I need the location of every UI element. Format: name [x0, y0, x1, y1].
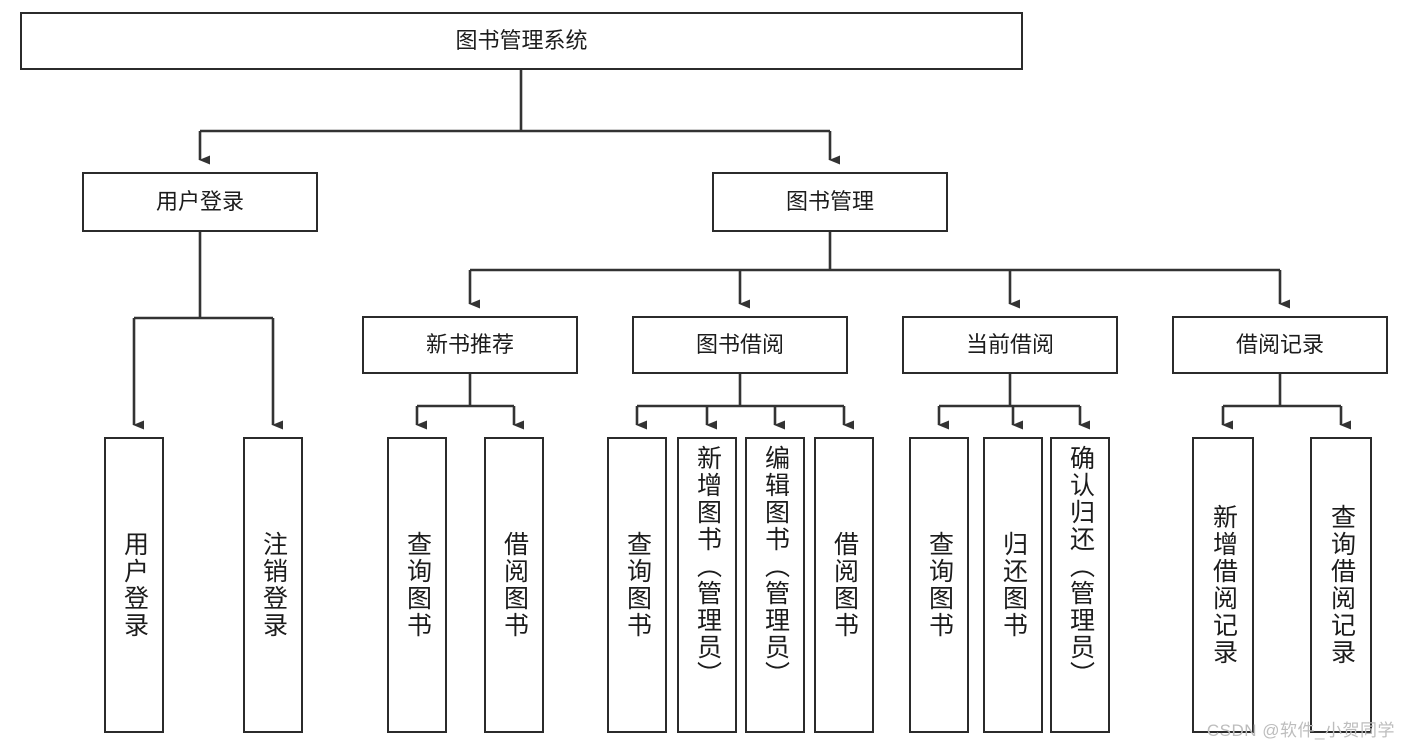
watermark: CSDN @软件_小贺同学	[1206, 721, 1395, 740]
node-root[interactable]: 图书管理系统	[20, 12, 1023, 70]
node-leaf-add-book-label: 新增图书（管理员）	[693, 445, 722, 688]
connectors-current-borrow-to-leaves	[937, 374, 1090, 430]
node-leaf-query-book-2-label: 查询图书	[623, 531, 652, 639]
node-user-login[interactable]: 用户登录	[82, 172, 318, 232]
connectors-book-borrow-to-leaves	[635, 374, 854, 430]
connectors-root-to-level1	[198, 70, 840, 165]
node-new-book-rec[interactable]: 新书推荐	[362, 316, 578, 374]
node-book-manage[interactable]: 图书管理	[712, 172, 948, 232]
node-book-borrow[interactable]: 图书借阅	[632, 316, 848, 374]
node-leaf-edit-book[interactable]: 编辑图书（管理员）	[745, 437, 805, 733]
node-leaf-borrow-book-1-label: 借阅图书	[500, 531, 529, 639]
connectors-borrow-record-to-leaves	[1221, 374, 1351, 430]
node-current-borrow-label: 当前借阅	[965, 332, 1054, 358]
node-leaf-user-login[interactable]: 用户登录	[104, 437, 164, 733]
node-leaf-query-record-label: 查询借阅记录	[1327, 504, 1356, 666]
node-user-login-label: 用户登录	[155, 189, 244, 215]
node-leaf-borrow-book-1[interactable]: 借阅图书	[484, 437, 544, 733]
node-leaf-confirm-return-label: 确认归还（管理员）	[1066, 445, 1095, 688]
node-leaf-query-book-3[interactable]: 查询图书	[909, 437, 969, 733]
node-leaf-return-book-label: 归还图书	[999, 531, 1028, 639]
node-leaf-add-record-label: 新增借阅记录	[1209, 504, 1238, 666]
node-borrow-record[interactable]: 借阅记录	[1172, 316, 1388, 374]
node-leaf-user-login-label: 用户登录	[120, 531, 149, 639]
node-leaf-query-book-1-label: 查询图书	[403, 531, 432, 639]
node-leaf-query-book-3-label: 查询图书	[925, 531, 954, 639]
connectors-new-book-rec-to-leaves	[415, 374, 524, 430]
node-book-manage-label: 图书管理	[785, 189, 874, 215]
node-root-label: 图书管理系统	[455, 28, 588, 54]
node-leaf-query-book-2[interactable]: 查询图书	[607, 437, 667, 733]
node-leaf-borrow-book-2-label: 借阅图书	[830, 531, 859, 639]
node-leaf-query-record[interactable]: 查询借阅记录	[1310, 437, 1372, 733]
node-leaf-query-book-1[interactable]: 查询图书	[387, 437, 447, 733]
node-leaf-return-book[interactable]: 归还图书	[983, 437, 1043, 733]
connectors-book-manage-to-level2	[468, 232, 1290, 309]
connectors-user-login-to-leaves	[132, 232, 283, 430]
node-leaf-edit-book-label: 编辑图书（管理员）	[761, 445, 790, 688]
node-leaf-user-logout-label: 注销登录	[259, 531, 288, 639]
node-new-book-rec-label: 新书推荐	[425, 332, 514, 358]
node-book-borrow-label: 图书借阅	[695, 332, 784, 358]
node-leaf-confirm-return[interactable]: 确认归还（管理员）	[1050, 437, 1110, 733]
node-leaf-user-logout[interactable]: 注销登录	[243, 437, 303, 733]
node-leaf-add-record[interactable]: 新增借阅记录	[1192, 437, 1254, 733]
node-current-borrow[interactable]: 当前借阅	[902, 316, 1118, 374]
node-borrow-record-label: 借阅记录	[1235, 332, 1324, 358]
node-leaf-add-book[interactable]: 新增图书（管理员）	[677, 437, 737, 733]
node-leaf-borrow-book-2[interactable]: 借阅图书	[814, 437, 874, 733]
